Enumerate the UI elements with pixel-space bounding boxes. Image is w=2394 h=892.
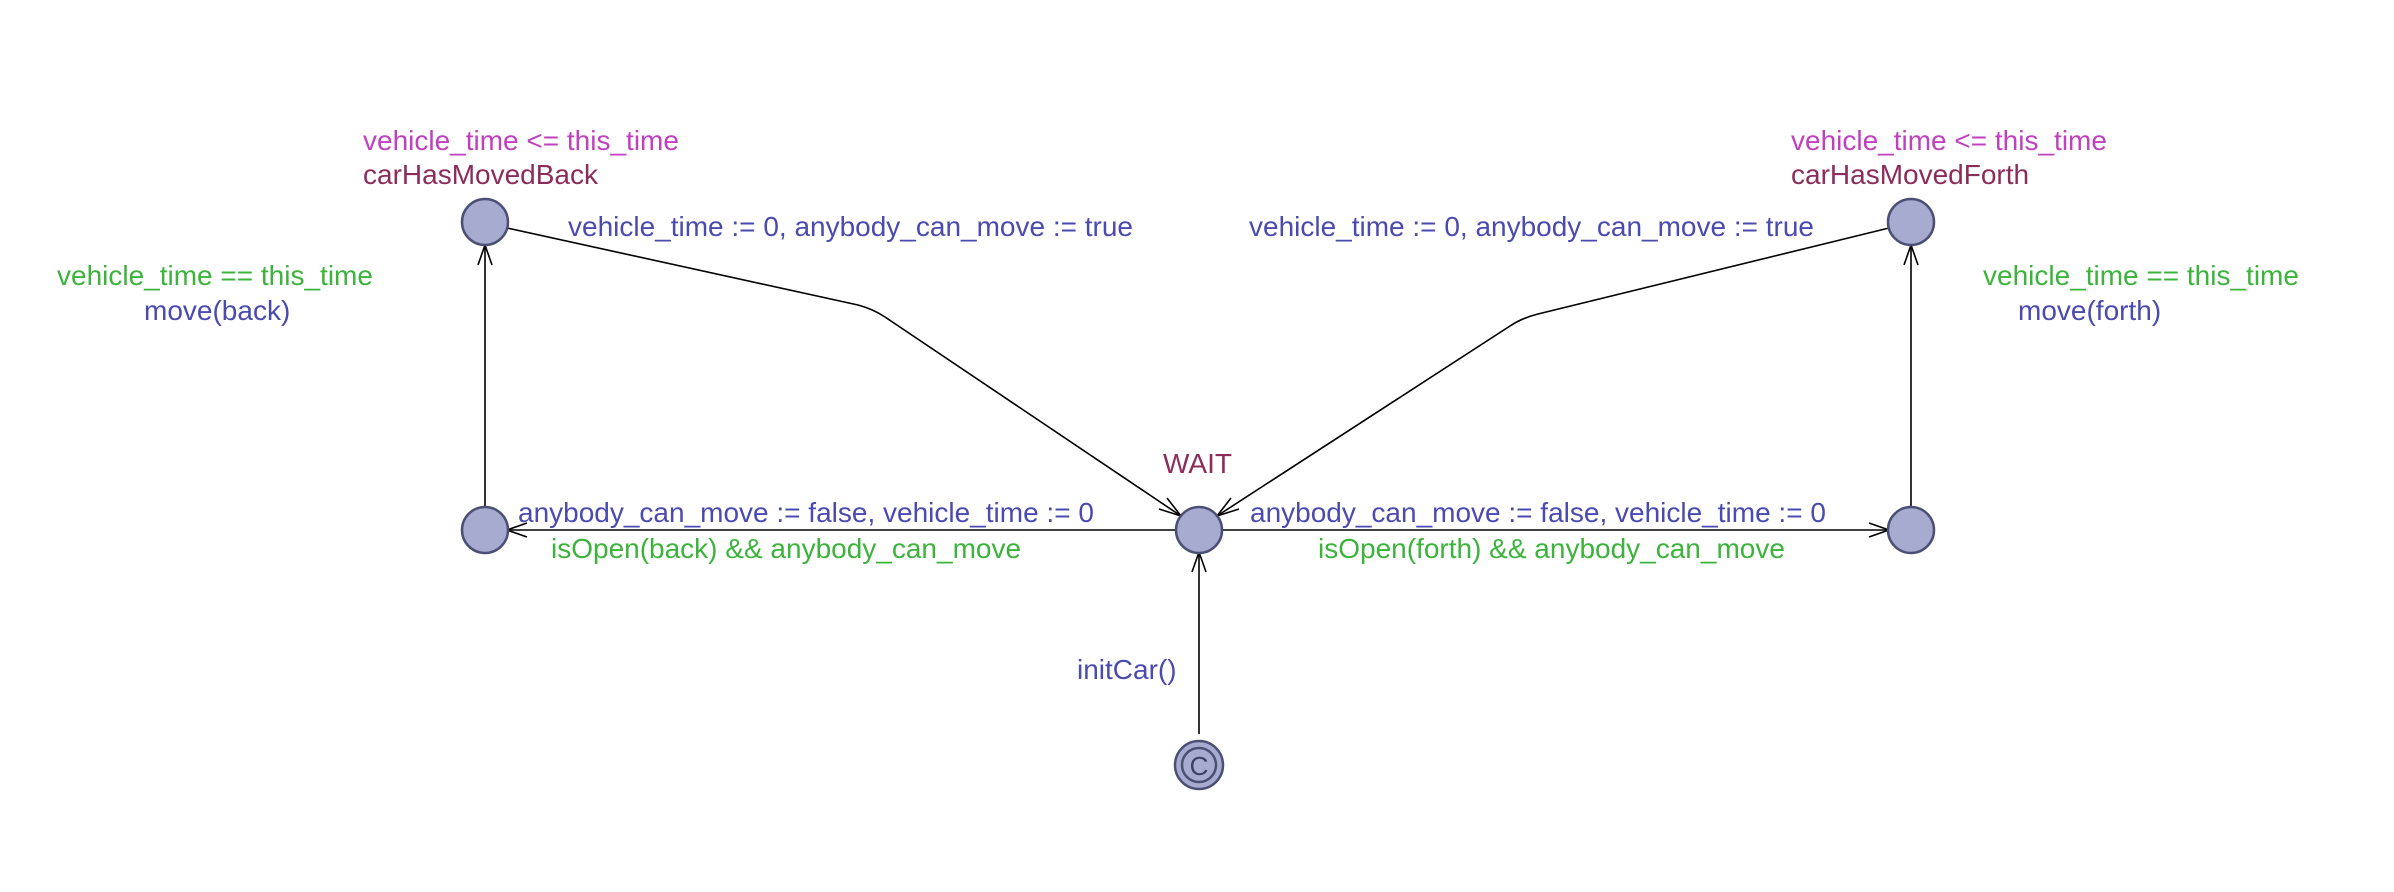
location-init[interactable]: C (1173, 739, 1225, 791)
location-name-wait: WAIT (1163, 448, 1232, 479)
guard-wait-to-move-back: isOpen(back) && anybody_can_move (551, 533, 1021, 564)
location-car-has-moved-forth[interactable] (1886, 197, 1936, 247)
edge-moved-back-to-wait[interactable] (506, 227, 1182, 517)
sync-move-forth: move(forth) (2018, 295, 2161, 326)
guard-wait-to-move-forth: isOpen(forth) && anybody_can_move (1318, 533, 1785, 564)
update-moved-forth-to-wait: vehicle_time := 0, anybody_can_move := t… (1249, 211, 1814, 242)
update-wait-to-move-forth: anybody_can_move := false, vehicle_time … (1250, 497, 1826, 528)
guard-move-back: vehicle_time == this_time (57, 260, 373, 291)
sync-move-back: move(back) (144, 295, 290, 326)
update-wait-to-move-back: anybody_can_move := false, vehicle_time … (518, 497, 1094, 528)
edge-moved-forth-to-wait[interactable] (1216, 227, 1890, 517)
guard-move-forth: vehicle_time == this_time (1983, 260, 2299, 291)
location-name-car-has-moved-forth: carHasMovedForth (1791, 159, 2029, 190)
location-labels: WAIT vehicle_time <= this_time carHasMov… (363, 125, 2107, 479)
location-wait[interactable] (1174, 505, 1224, 555)
edge-labels: initCar() anybody_can_move := false, veh… (57, 211, 2299, 685)
location-move-forth[interactable] (1886, 505, 1936, 555)
location-move-back[interactable] (460, 505, 510, 555)
edges (477, 227, 1919, 734)
sync-init-car: initCar() (1077, 654, 1177, 685)
update-moved-back-to-wait: vehicle_time := 0, anybody_can_move := t… (568, 211, 1133, 242)
invariant-car-has-moved-forth: vehicle_time <= this_time (1791, 125, 2107, 156)
invariant-car-has-moved-back: vehicle_time <= this_time (363, 125, 679, 156)
location-name-car-has-moved-back: carHasMovedBack (363, 159, 599, 190)
committed-location-symbol: C (1190, 751, 1209, 781)
init-location-inner-ring (1180, 746, 1218, 784)
location-car-has-moved-back[interactable] (460, 197, 510, 247)
locations: C (460, 197, 1936, 791)
